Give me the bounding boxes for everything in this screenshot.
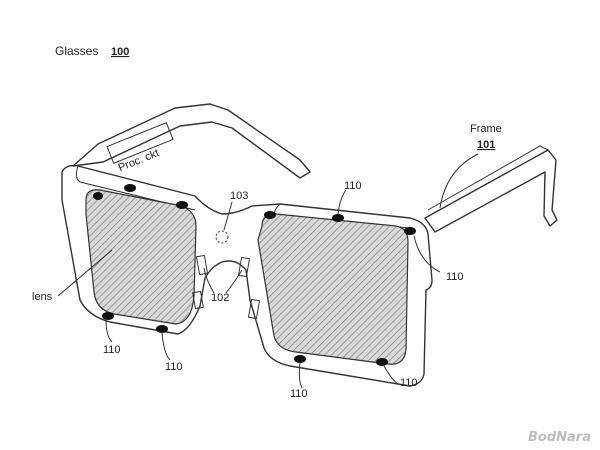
center-sensor bbox=[215, 230, 229, 244]
nose-pad-left-bottom bbox=[192, 290, 204, 310]
nose-pad-right-top bbox=[237, 256, 251, 278]
lens-label: lens bbox=[32, 291, 53, 303]
figure-title: Glasses bbox=[55, 44, 98, 58]
leader-frame bbox=[439, 153, 479, 209]
sensor-dot bbox=[176, 201, 188, 209]
figure-number: 100 bbox=[111, 46, 129, 58]
frame-number: 101 bbox=[477, 139, 495, 151]
sensor-dot bbox=[404, 227, 416, 235]
leader-102-left bbox=[203, 267, 215, 294]
leader-102-right bbox=[225, 269, 243, 294]
bridge bbox=[192, 254, 261, 320]
ref-110-right: 110 bbox=[446, 271, 464, 283]
sensor-dot bbox=[332, 214, 344, 222]
ref-110-bottom-left-2: 110 bbox=[165, 361, 183, 373]
sensor-dot bbox=[294, 355, 306, 363]
leader-103 bbox=[223, 201, 233, 231]
leader-lens bbox=[57, 249, 113, 297]
sensors bbox=[93, 184, 416, 366]
sensor-dot bbox=[376, 358, 388, 366]
ref-110-bottom-right-2: 110 bbox=[400, 377, 418, 389]
frame-label: Frame bbox=[470, 123, 502, 135]
sensor-dot bbox=[124, 184, 136, 192]
processor-box bbox=[106, 122, 174, 164]
sensor-dot bbox=[102, 312, 114, 320]
left-lens bbox=[85, 189, 197, 325]
processor-label: Proc. ckt bbox=[117, 147, 161, 174]
sensor-dot bbox=[264, 211, 276, 219]
ref-110-bottom-left-1: 110 bbox=[103, 344, 121, 356]
right-lens bbox=[257, 213, 409, 365]
sensor-dot bbox=[156, 325, 168, 333]
ref-110-bottom-right-1: 110 bbox=[290, 388, 308, 400]
ref-102: 102 bbox=[211, 292, 229, 304]
watermark-logo: BodNara bbox=[528, 430, 591, 445]
ref-103: 103 bbox=[230, 190, 248, 202]
far-temple-arm: Proc. ckt bbox=[72, 103, 311, 179]
nose-pad-left-top bbox=[195, 254, 209, 276]
near-temple-arm bbox=[424, 145, 558, 233]
nose-pad-right-bottom bbox=[247, 298, 261, 320]
leaders-110 bbox=[105, 189, 441, 389]
sensor-dot bbox=[93, 192, 103, 200]
ref-110-top-right: 110 bbox=[344, 180, 362, 192]
